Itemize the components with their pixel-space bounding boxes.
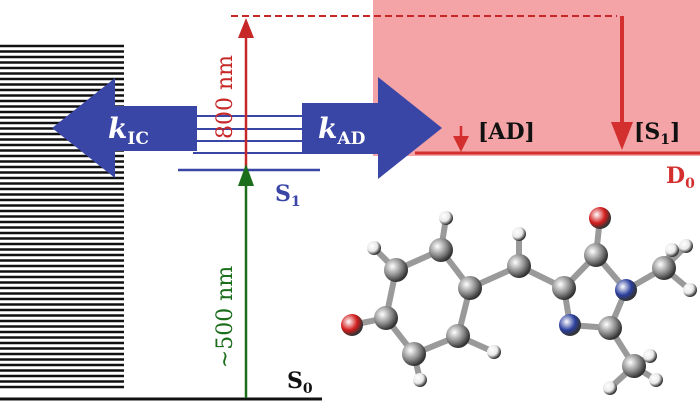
d0-state-label: D0 — [666, 163, 695, 192]
probe-arrow-head — [238, 18, 254, 38]
carbon-atom — [458, 276, 482, 300]
k-ic-label: kIC — [108, 112, 149, 149]
s1-symbol: S — [275, 181, 291, 207]
carbon-atom — [384, 258, 408, 282]
k-ad-subscript: AD — [336, 129, 365, 149]
hydrogen-atom — [413, 373, 427, 387]
carbon-atom — [652, 256, 676, 280]
hydrogen-atom — [649, 373, 663, 387]
carbon-atom — [622, 354, 646, 378]
hydrogen-atom — [665, 243, 679, 257]
oxygen-atom — [589, 207, 611, 229]
s1-vibrational-levels — [178, 115, 320, 172]
ad-population-label: [AD] — [478, 119, 535, 145]
hydrogen-atom — [683, 283, 697, 297]
s0-state-label: S0 — [287, 368, 313, 397]
molecule-ball-and-stick — [341, 207, 697, 395]
hydrogen-atom — [439, 211, 453, 225]
s1-state-label: S1 — [275, 181, 301, 210]
k-ad-label: kAD — [318, 112, 366, 149]
carbon-atom — [598, 316, 622, 340]
pump-arrow-head — [238, 164, 254, 186]
k-ic-arrow — [52, 78, 197, 178]
pump-wavelength-label: ~500 nm — [213, 266, 238, 369]
s1-pop-close: ] — [670, 119, 680, 145]
k-ic-subscript: IC — [127, 129, 148, 149]
d0-symbol: D — [666, 163, 685, 189]
ad-population-arrow-head — [453, 136, 469, 152]
carbon-atom — [584, 243, 608, 267]
d0-subscript: 0 — [685, 176, 695, 192]
k-ic-symbol: k — [108, 112, 127, 145]
s1-pop-subscript: 1 — [660, 132, 670, 148]
hydrogen-atom — [367, 241, 381, 255]
nitrogen-atom — [559, 314, 581, 336]
carbon-atom — [446, 324, 470, 348]
hydrogen-atom — [603, 381, 617, 395]
carbon-atom — [429, 238, 453, 262]
oxygen-atom — [341, 314, 363, 336]
carbon-atom — [552, 276, 576, 300]
s0-symbol: S — [287, 368, 303, 394]
molecule-atoms — [341, 207, 697, 395]
k-ad-arrow — [302, 77, 442, 179]
nitrogen-atom — [615, 279, 637, 301]
s1-population-arrow-head — [611, 122, 633, 150]
hydrogen-atom — [512, 227, 526, 241]
hydrogen-atom — [487, 345, 501, 359]
carbon-atom — [374, 306, 398, 330]
k-ad-symbol: k — [318, 112, 337, 145]
s1-pop-open: [S — [634, 119, 660, 145]
s1-subscript: 1 — [291, 194, 301, 210]
hydrogen-atom — [679, 239, 693, 253]
s1-population-label: [S1] — [634, 119, 680, 148]
carbon-atom — [402, 342, 426, 366]
probe-wavelength-label: 800 nm — [213, 55, 238, 139]
hydrogen-atom — [643, 349, 657, 363]
s0-subscript: 0 — [303, 381, 313, 397]
carbon-atom — [507, 254, 531, 278]
